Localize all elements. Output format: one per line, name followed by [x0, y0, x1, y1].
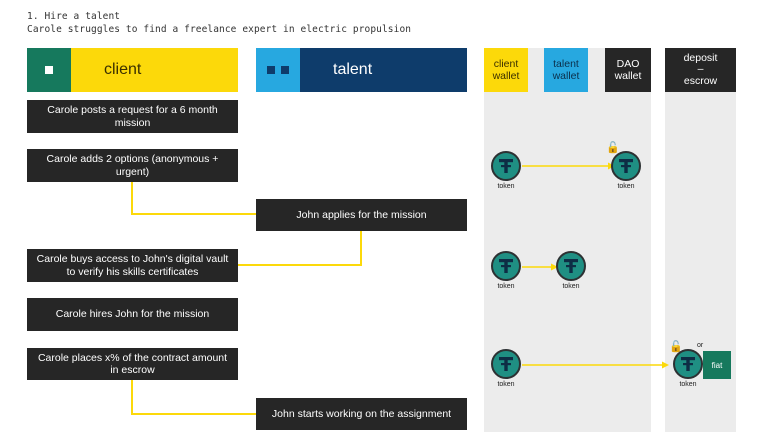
token-label: token — [617, 183, 635, 190]
talent-lane-badge — [256, 48, 300, 92]
deposit-escrow-header: deposit – escrow — [665, 48, 736, 92]
step-buy-vault-access: Carole buys access to John's digital vau… — [27, 249, 238, 282]
padlock-icon: 🔓 — [669, 341, 683, 353]
square-icon — [281, 66, 289, 74]
token-icon — [491, 151, 521, 181]
or-label: or — [697, 342, 704, 349]
client-lane-badge — [27, 48, 71, 92]
step-add-options: Carole adds 2 options (anonymous + urgen… — [27, 149, 238, 182]
step-hire-john: Carole hires John for the mission — [27, 298, 238, 331]
connector-line — [131, 182, 133, 214]
token-t-icon — [499, 259, 513, 273]
token-t-icon — [499, 159, 513, 173]
page-subtitle: Carole struggles to find a freelance exp… — [27, 24, 412, 35]
square-icon — [267, 66, 275, 74]
step-john-applies: John applies for the mission — [256, 199, 467, 231]
talent-wallet-header: talent wallet — [544, 48, 588, 92]
arrowhead-icon — [662, 361, 669, 369]
square-icon — [45, 66, 53, 74]
token-icon — [556, 251, 586, 281]
arrowhead-icon — [551, 263, 558, 271]
connector-line — [131, 380, 133, 414]
token-label: token — [679, 381, 697, 388]
token-t-icon — [681, 357, 695, 371]
token-t-icon — [564, 259, 578, 273]
talent-lane-header: talent — [256, 48, 467, 92]
fiat-badge: fiat — [703, 351, 731, 379]
connector-line — [131, 213, 256, 215]
padlock-icon: 🔓 — [606, 142, 620, 154]
token-t-icon — [499, 357, 513, 371]
connector-line — [131, 413, 256, 415]
dao-wallet-header: DAO wallet — [605, 48, 651, 92]
connector-line — [238, 264, 362, 266]
token-icon — [491, 251, 521, 281]
page-title: 1. Hire a talent — [27, 11, 121, 22]
token-icon — [673, 349, 703, 379]
client-lane-header: client — [27, 48, 238, 92]
step-post-request: Carole posts a request for a 6 month mis… — [27, 100, 238, 133]
token-icon — [491, 349, 521, 379]
token-label: token — [562, 283, 580, 290]
token-flow-arrows — [522, 162, 669, 369]
token-label: token — [497, 183, 515, 190]
step-place-escrow: Carole places x% of the contract amount … — [27, 348, 238, 380]
client-wallet-header: client wallet — [484, 48, 528, 92]
token-label: token — [497, 283, 515, 290]
talent-lane-label: talent — [333, 61, 373, 78]
step-john-starts-work: John starts working on the assignment — [256, 398, 467, 430]
token-label: token — [497, 381, 515, 388]
client-lane-label: client — [104, 61, 142, 78]
token-icon — [611, 151, 641, 181]
connector-line — [360, 231, 362, 266]
token-t-icon — [619, 159, 633, 173]
